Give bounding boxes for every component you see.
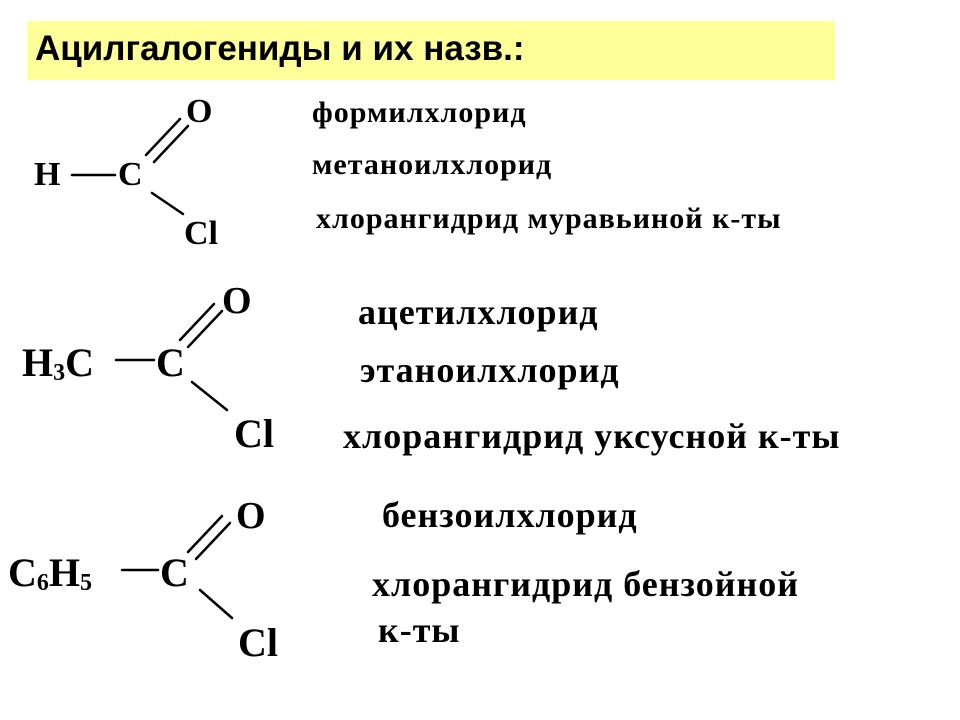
atom-cl: Cl — [238, 620, 278, 665]
atom-c: C — [160, 550, 189, 595]
atom-o: O — [236, 495, 266, 537]
atom-c: C — [118, 156, 143, 193]
atom-h3c: H3C — [22, 340, 95, 387]
name-acetylchloride: ацетилхлорид — [358, 292, 599, 332]
name-ethanoylchloride: этаноилхлорид — [360, 350, 620, 390]
bond-co-double-1a — [144, 117, 182, 157]
name-benzoic-acid-chloride: хлорангидрид бензойной — [372, 564, 799, 604]
name-acetic-acid-chloride: хлорангидрид уксусной к-ты — [343, 416, 841, 456]
name-methanoylchloride: метаноилхлорид — [312, 148, 553, 181]
atom-cl: Cl — [234, 411, 274, 456]
atom-cl: Cl — [184, 215, 218, 252]
page-title: Ацилгалогениды и их назв.: — [35, 29, 525, 68]
bond-c-cl-3 — [198, 588, 234, 620]
name-formylchloride: формилхлорид — [312, 96, 527, 129]
atom-c6h5: C6H5 — [8, 550, 93, 597]
name-benzoic-acid-suffix: к-ты — [378, 610, 461, 650]
bond-co-double-1b — [152, 124, 190, 164]
name-benzoylchloride: бензоилхлорид — [382, 495, 638, 535]
atom-h: H — [34, 156, 61, 193]
bond-c-cl-1 — [150, 191, 185, 216]
atom-o: O — [222, 280, 252, 322]
bond-co-double-2a — [178, 302, 216, 342]
atom-c: C — [156, 340, 185, 385]
bond-c-cl-2 — [190, 380, 229, 412]
title-banner: Ацилгалогениды и их назв.: — [27, 21, 835, 80]
bond-co-double-3a — [186, 514, 224, 554]
bond-co-double-2b — [186, 309, 224, 349]
bond-co-double-3b — [194, 521, 232, 561]
name-formic-acid-chloride: хлорангидрид муравьиной к-ты — [316, 202, 782, 235]
atom-o: O — [186, 93, 213, 130]
